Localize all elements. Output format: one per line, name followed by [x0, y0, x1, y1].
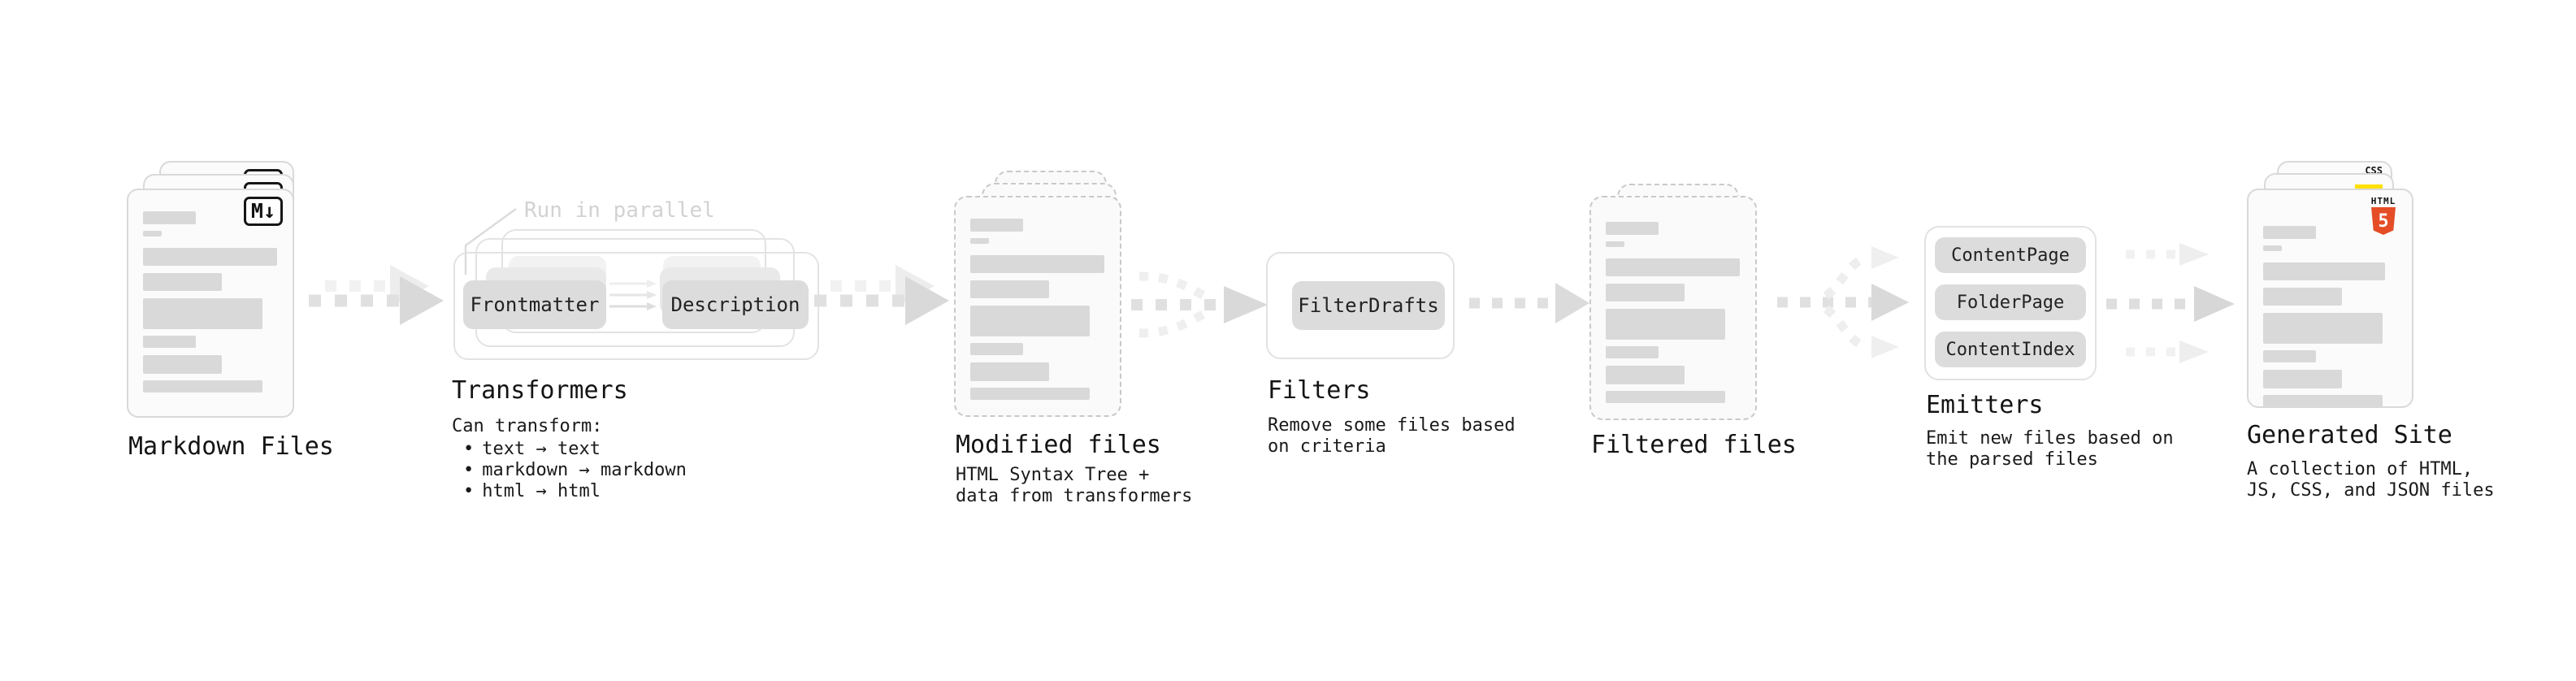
text-placeholder-bar — [2263, 262, 2385, 280]
modified-files-label: Modified files — [956, 431, 1161, 459]
text-placeholder-bar — [143, 248, 277, 266]
generated-site-subtitle: A collection of HTML, JS, CSS, and JSON … — [2247, 459, 2495, 501]
text-placeholder-bar — [1606, 222, 1659, 235]
bullet-glyph: • — [463, 481, 475, 501]
emitters-subtitle: Emit new files based on the parsed files — [1926, 428, 2174, 470]
text-placeholder-bar — [2263, 226, 2316, 239]
text-placeholder-bar — [970, 219, 1023, 232]
html5-icon: HTML 5 — [2365, 197, 2402, 235]
frontmatter-pill: Frontmatter — [463, 280, 606, 329]
text-placeholder-bar — [2263, 350, 2316, 362]
bullet-glyph: • — [463, 460, 475, 480]
stage-filtered-files — [1589, 184, 1776, 452]
text-placeholder-bar — [2263, 395, 2383, 407]
folderpage-pill: FolderPage — [1935, 284, 2086, 320]
generated-site-label: Generated Site — [2247, 421, 2452, 449]
text-placeholder-bar — [2263, 245, 2282, 251]
text-placeholder-bar — [143, 380, 262, 393]
arrow-transformers-to-modified — [814, 265, 949, 325]
contentindex-pill: ContentIndex — [1935, 332, 2086, 367]
parallel-mini-arrows — [609, 280, 657, 310]
text-placeholder-bar — [970, 306, 1090, 336]
filters-label: Filters — [1268, 376, 1371, 405]
document-text-placeholder — [143, 211, 277, 393]
document-text-placeholder — [2263, 226, 2385, 407]
text-placeholder-bar — [970, 280, 1049, 298]
bullet-item: • html → html — [452, 481, 687, 502]
text-placeholder-bar — [2263, 288, 2342, 306]
transformers-subtitle-heading: Can transform: — [452, 416, 603, 436]
markdown-file-card-front: M↓ — [127, 189, 294, 418]
text-placeholder-bar — [2263, 313, 2383, 344]
text-placeholder-bar — [143, 231, 162, 236]
arrow-filters-to-filtered — [1469, 283, 1589, 323]
text-placeholder-bar — [143, 273, 222, 291]
text-placeholder-bar — [1606, 309, 1725, 340]
text-placeholder-bar — [1606, 284, 1685, 301]
arrows-emitters-to-generated — [2106, 243, 2235, 363]
filtered-file-card-front — [1589, 196, 1757, 420]
bullet-item: • markdown → markdown — [452, 460, 687, 481]
arrow-filtered-to-emitters-split — [1777, 246, 1909, 358]
bullet-text: text → text — [482, 439, 601, 459]
filters-subtitle: Remove some files based on criteria — [1268, 415, 1516, 457]
markdown-icon: M↓ — [243, 197, 283, 226]
text-placeholder-bar — [143, 336, 196, 348]
run-in-parallel-annotation: Run in parallel — [524, 198, 715, 223]
filterdrafts-pill: FilterDrafts — [1292, 281, 1445, 330]
emitters-label: Emitters — [1926, 391, 2044, 419]
bullet-text: html → html — [482, 481, 601, 501]
stage-markdown-files: M↓ M↓ M↓ — [127, 161, 314, 429]
text-placeholder-bar — [143, 211, 196, 224]
markdown-files-label: Markdown Files — [128, 432, 334, 461]
text-placeholder-bar — [1606, 346, 1659, 358]
transformers-bullet-list: • text → text • markdown → markdown • ht… — [452, 439, 687, 502]
contentpage-pill: ContentPage — [1935, 237, 2086, 273]
filtered-files-label: Filtered files — [1591, 431, 1797, 459]
text-placeholder-bar — [970, 388, 1090, 400]
bullet-item: • text → text — [452, 439, 687, 460]
html5-shield: 5 — [2371, 207, 2396, 235]
bullet-glyph: • — [463, 439, 475, 459]
modified-file-card-front — [954, 196, 1121, 417]
text-placeholder-bar — [1606, 258, 1740, 276]
text-placeholder-bar — [970, 238, 989, 244]
arrow-modified-to-filters-merge — [1131, 271, 1268, 338]
text-placeholder-bar — [2263, 370, 2342, 388]
stage-modified-files — [954, 171, 1141, 439]
text-placeholder-bar — [970, 343, 1023, 355]
modified-files-subtitle: HTML Syntax Tree + data from transformer… — [956, 465, 1193, 506]
text-placeholder-bar — [1606, 241, 1624, 247]
text-placeholder-bar — [970, 255, 1104, 273]
text-placeholder-bar — [143, 355, 222, 374]
arrow-markdown-to-transformers — [309, 265, 444, 325]
transformers-label: Transformers — [452, 376, 628, 405]
text-placeholder-bar — [143, 298, 262, 329]
text-placeholder-bar — [970, 362, 1049, 381]
document-text-placeholder — [1606, 222, 1740, 403]
document-text-placeholder — [970, 219, 1104, 400]
text-placeholder-bar — [1606, 391, 1725, 403]
description-pill: Description — [662, 280, 809, 329]
bullet-text: markdown → markdown — [482, 460, 687, 480]
stage-generated-site: CSS HTML 5 — [2225, 161, 2420, 429]
text-placeholder-bar — [1606, 366, 1685, 384]
generated-file-card-html: HTML 5 — [2247, 189, 2413, 408]
